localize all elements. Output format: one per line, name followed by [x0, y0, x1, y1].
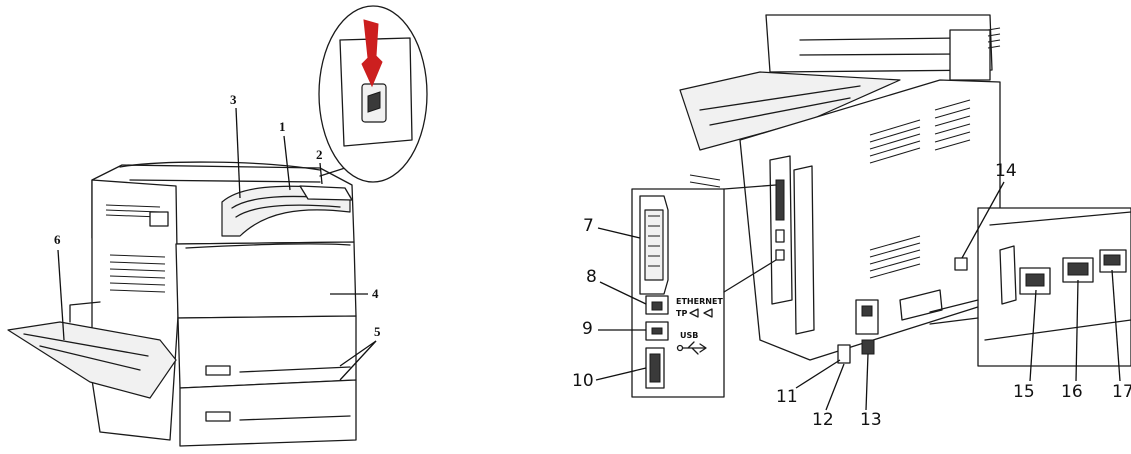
mp-tray-guide-2	[39, 345, 141, 371]
callout-10: 10	[572, 371, 594, 391]
rear-slot	[954, 257, 968, 271]
power-switch-rear	[837, 344, 851, 364]
left-callouts: 1 2 3 4 5 6	[54, 92, 381, 381]
paper-tray-1	[177, 315, 357, 389]
right-callouts: 7 8 9 10 11 12 13 14 15 16 17	[572, 161, 1131, 430]
callout-11: 11	[776, 387, 798, 407]
ports-inset-link-2	[723, 184, 777, 190]
parallel-port-inner	[644, 209, 664, 281]
controller-parallel-port	[775, 179, 785, 221]
multipurpose-tray	[7, 321, 177, 399]
parallel-port-pins	[648, 215, 660, 267]
front-cover	[175, 241, 357, 319]
rear-tray-line	[699, 85, 861, 111]
callout-4: 4	[372, 286, 379, 301]
rear-top-slot	[799, 37, 961, 41]
callout-12: 12	[812, 410, 834, 430]
rear-output-tray	[679, 71, 901, 151]
control-panel	[299, 185, 353, 201]
rear-top-box	[949, 29, 991, 81]
callout-13: 13	[860, 410, 882, 430]
connectors-inset-link-2	[929, 317, 979, 325]
callout-5: 5	[374, 324, 381, 339]
rear-interface-slot	[899, 289, 943, 321]
tray-1-groove	[239, 366, 351, 373]
usb-label: USB	[680, 331, 698, 340]
callout-1: 1	[279, 119, 286, 134]
power-switch-zoom	[318, 5, 428, 183]
controller-usb-port	[775, 249, 785, 261]
zoom-panel	[339, 37, 413, 147]
mp-tray-guide	[23, 333, 149, 357]
ethernet-arrows-icon	[689, 308, 713, 318]
rear-lower-port-box	[855, 299, 879, 335]
front-cover-edge	[185, 243, 351, 249]
callout-15: 15	[1013, 382, 1035, 402]
rear-tray-line-2	[709, 97, 851, 126]
top-rim	[119, 161, 321, 171]
output-tray-ridge-2	[235, 204, 341, 218]
memory-card-slot-opening	[649, 353, 661, 383]
callout-9: 9	[582, 319, 593, 339]
top-edge	[129, 179, 321, 183]
rear-door	[793, 165, 815, 335]
connectors-inset-bracket	[999, 245, 1017, 305]
connectors-inset-link	[929, 299, 979, 313]
tray-1-handle	[205, 365, 231, 376]
usb-symbol-dot	[676, 344, 684, 352]
callout-7: 7	[583, 216, 594, 236]
ethernet-port-jack	[651, 301, 663, 311]
paper-tray-2	[179, 379, 357, 447]
rear-top-vent	[987, 27, 1001, 49]
connectors-inset-edge	[989, 211, 1131, 226]
connectors-inset-edge-2	[984, 319, 1131, 341]
callout-16: 16	[1061, 382, 1083, 402]
callout-6: 6	[54, 232, 61, 247]
ethernet-label: ETHERNET	[676, 297, 723, 306]
switch-arrow	[361, 19, 383, 88]
callout-17: 17	[1112, 382, 1131, 402]
controller-ethernet-port	[775, 229, 785, 243]
rear-vent-mid	[934, 99, 971, 151]
printer-rear-view: ETHERNET TP USB 7 8 9 10 11 1	[572, 14, 1131, 430]
rear-top-slot-2	[799, 53, 961, 56]
mp-tray-hinge	[69, 301, 101, 323]
rear-lower-port	[861, 305, 873, 317]
callout-8: 8	[586, 267, 597, 287]
rear-top-unit	[765, 14, 993, 73]
side-vent-lower	[109, 254, 166, 293]
printer-front-view: 1 2 3 4 5 6	[7, 5, 428, 447]
power-switch-rocker	[367, 91, 381, 113]
rear-vent-upper	[869, 119, 921, 164]
connectors-inset	[977, 207, 1131, 367]
connector-17-pins	[1103, 254, 1121, 266]
usb-symbol-icon	[679, 341, 707, 355]
callout-2: 2	[316, 147, 323, 162]
callout-3: 3	[230, 92, 237, 107]
side-latch	[149, 211, 169, 227]
callout-14: 14	[995, 161, 1017, 181]
connector-15-pins	[1025, 273, 1045, 287]
power-connector	[861, 339, 875, 355]
connector-16-pins	[1067, 262, 1089, 276]
usb-port-jack	[651, 327, 663, 335]
tray-2-handle	[205, 411, 231, 422]
tp-label: TP	[676, 309, 687, 318]
ports-inset-link	[723, 259, 777, 293]
rear-vent-lower	[869, 235, 921, 279]
tray-2-groove	[239, 415, 351, 421]
